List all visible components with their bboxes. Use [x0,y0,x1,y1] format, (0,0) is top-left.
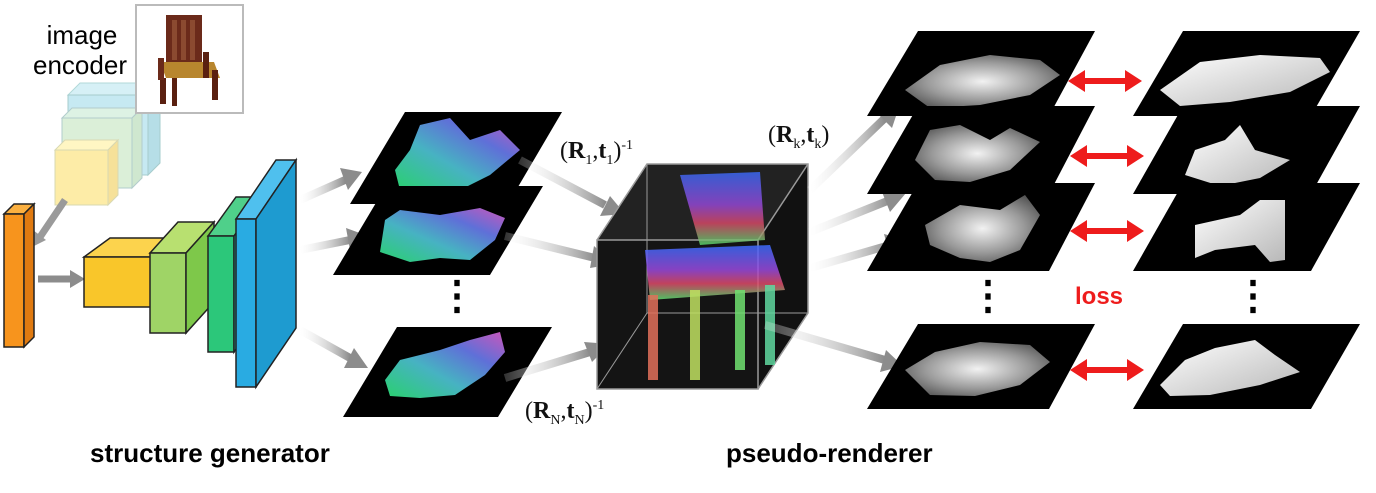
transform-last-sup: -1 [592,398,605,413]
image-encoder-label-line1: image [46,20,118,50]
depth-map-n [343,327,552,417]
latent-vector [2,202,36,349]
double-headed-arrow-icon [1070,145,1144,167]
ground-truth-2 [1133,106,1360,194]
structure-generator-label: structure generator [90,438,330,468]
transform-last-t-sub: N [574,412,585,428]
pseudo-renderer-label: pseudo-renderer [726,438,933,468]
ground-truth-1 [1133,31,1360,116]
pseudo-render-n [867,324,1095,409]
pseudo-render-2 [867,106,1095,194]
encoder-to-latent-arrow [35,198,68,242]
input-chair-image [135,4,244,114]
transform-first-R-sub: 1 [585,152,593,168]
transform-last-label: (RN,tN)-1 [525,398,605,428]
image-encoder-label-line2: encoder [33,50,127,80]
depth-map-1 [350,112,562,204]
ground-truth-3 [1133,183,1360,271]
image-encoder [53,81,162,207]
pseudo-render-3 [867,183,1095,271]
double-headed-arrow-icon [1068,70,1142,92]
loss-arrows [1068,70,1144,381]
transform-first-sup: -1 [621,138,634,153]
transform-last-R: R [533,398,551,424]
transform-k-R-sub: k [793,136,801,152]
ellipsis-ground-truth: ⋮ [1233,274,1273,318]
transform-k-t: t [806,122,815,148]
chair-icon [158,15,220,106]
transform-last-R-sub: N [550,412,561,428]
transform-first-t: t [598,138,607,164]
double-headed-arrow-icon [1070,359,1144,381]
ellipsis-renders: ⋮ [968,274,1008,318]
pseudo-render-1 [867,31,1095,116]
transform-k-t-sub: k [814,136,822,152]
ellipsis-depth-maps: ⋮ [437,274,477,318]
structure-generator-network [81,157,298,390]
transform-k-R: R [776,122,794,148]
double-headed-arrow-icon [1070,220,1144,242]
transform-first-R: R [568,138,586,164]
loss-label: loss [1075,283,1124,310]
transform-first-label: (R1,t1)-1 [560,138,634,168]
fused-point-cloud-cube [596,163,809,390]
depth-map-2 [333,186,543,275]
transform-last-t: t [566,398,575,424]
transform-k-label: (Rk,tk) [768,122,830,152]
ground-truth-n [1133,324,1360,409]
transform-first-t-sub: 1 [606,152,614,168]
